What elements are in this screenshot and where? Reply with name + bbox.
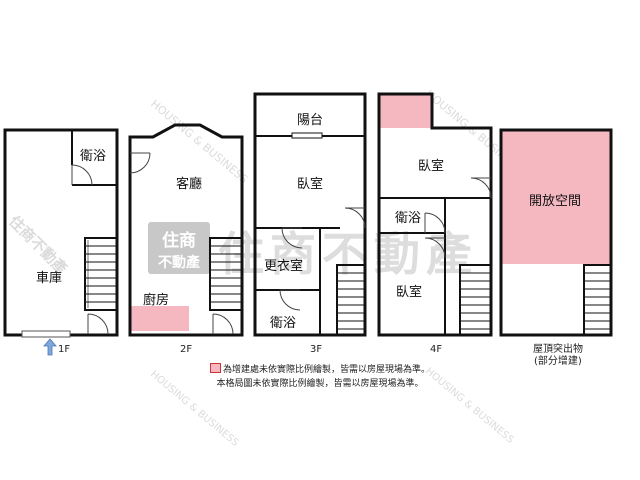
floor-roof [499,128,613,337]
floor-label-4f: 4F [430,344,442,355]
room-3f-dressing: 更衣室 [264,258,303,274]
door-1f-bath [71,164,93,186]
watermark-big: 住商不動產 [218,227,478,281]
stairs-2f [209,237,243,311]
floor-label-1f: 1F [58,344,70,355]
door-2f-entry [129,152,151,174]
floor-label-2f: 2F [180,344,192,355]
floor-4f [377,92,493,337]
addition-area-roof [502,131,610,264]
room-3f-bedroom: 臥室 [297,176,323,192]
addition-area-4f [380,95,431,128]
room-2f-living: 客廳 [176,176,202,192]
note-layout-text: 本格局圖未依實際比例繪製，皆需以房屋現場為準。 [216,379,424,389]
addition-area-2f [130,306,189,331]
door-1f-stairs [87,313,109,335]
watermark-side-left: 住商不動產 [5,212,71,278]
watermark-logo-top: 住商 [162,230,196,251]
window-3f-balcony [291,132,323,139]
stairs-1f [84,237,118,311]
addition-swatch-icon [209,363,221,373]
stairs-3f [336,264,366,336]
door-3f-dressing [281,227,303,249]
room-2f-kitchen: 廚房 [143,292,169,308]
garage-entry-1f [21,330,71,338]
room-4f-bedroom-top: 臥室 [418,158,444,174]
room-4f-bathroom: 衛浴 [395,211,421,226]
room-4f-bedroom-bottom: 臥室 [396,284,422,300]
note-addition-text: 為增建處未依實際比例繪製，皆需以房屋現場為準。 [222,365,430,375]
room-roof-open-space: 開放空間 [529,194,581,209]
note-addition: 為增建處未依實際比例繪製，皆需以房屋現場為準。 [0,362,640,375]
stairs-4f [459,264,492,336]
door-3f-stairs [344,207,366,229]
watermark-logo-bottom: 不動產 [158,254,200,271]
room-3f-bathroom: 衛浴 [270,316,296,331]
door-4f-bedroom [470,177,492,199]
watermark-logo-box [148,222,210,274]
watermark-diagonal: HOUSING & BUSINESS [148,97,250,186]
room-1f-bathroom: 衛浴 [80,149,106,164]
floor-label-3f: 3F [310,344,322,355]
floor-label-roof-1: 屋頂突出物 [533,342,583,355]
room-3f-balcony: 陽台 [297,113,323,128]
note-layout: 本格局圖未依實際比例繪製，皆需以房屋現場為準。 [0,376,640,389]
floor-2f [128,123,244,337]
door-4f-bedroom-bottom [424,237,446,259]
stairs-roof [583,264,612,336]
entrance-arrow-icon [43,338,57,356]
room-1f-garage: 車庫 [36,271,62,286]
floor-label-roof-2: (部分增建) [534,354,582,367]
door-4f-bath [424,212,446,234]
floor-3f [253,92,367,337]
door-3f-bath [279,289,301,311]
door-2f-stairs [212,313,234,335]
